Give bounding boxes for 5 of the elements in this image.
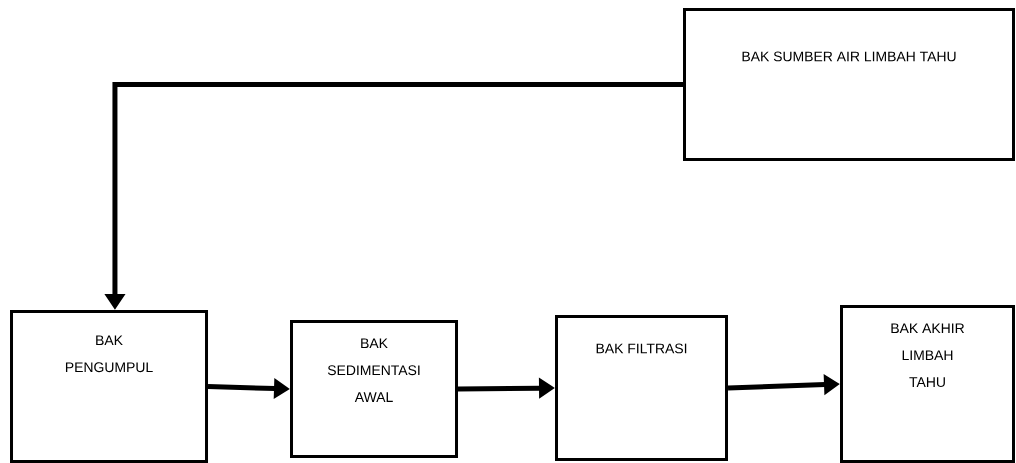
process-box: BAK PENGUMPUL <box>10 310 208 463</box>
process-box: BAK SUMBER AIR LIMBAH TAHU <box>683 8 1015 161</box>
process-box: BAK FILTRASI <box>555 315 728 461</box>
process-box: BAK AKHIR LIMBAH TAHU <box>840 305 1015 463</box>
process-box: BAK SEDIMENTASI AWAL <box>290 320 458 458</box>
